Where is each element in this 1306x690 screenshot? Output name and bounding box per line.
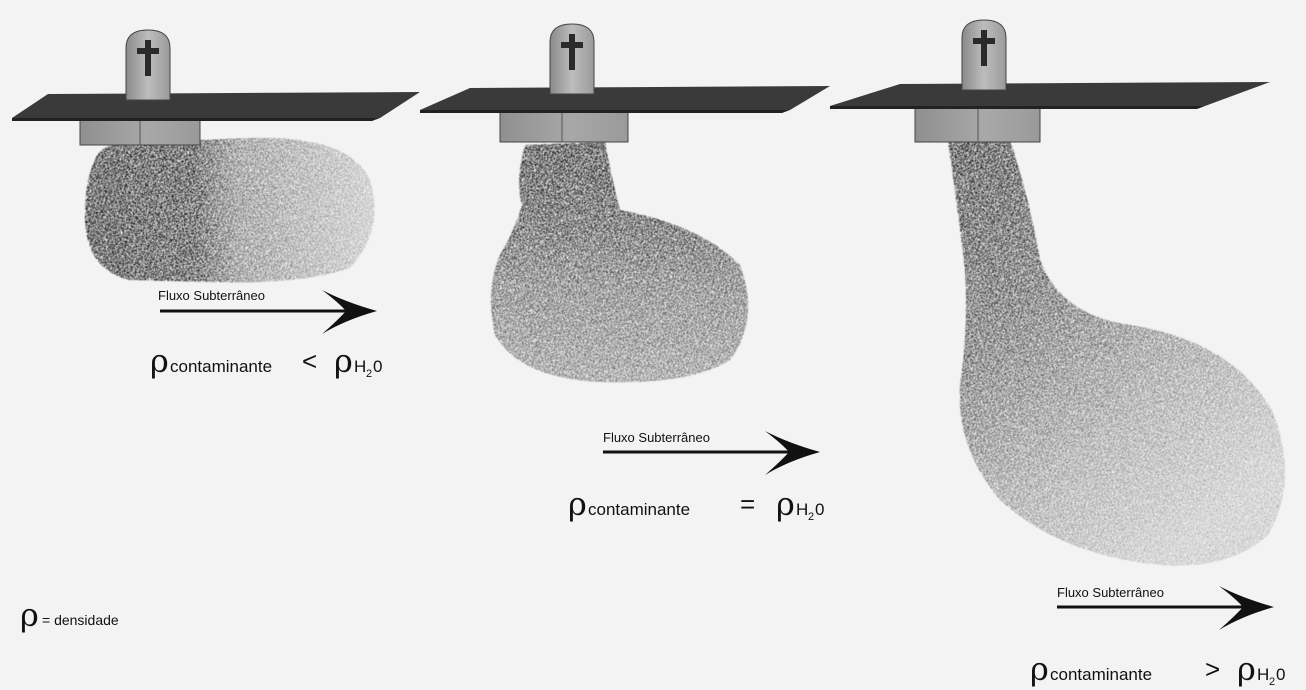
relation-operator: = (740, 489, 755, 519)
water-subscript-0: 0 (815, 500, 824, 519)
flow-label: Fluxo Subterrâneo (158, 288, 265, 303)
rho-symbol: ρ (150, 342, 169, 380)
contaminant-subscript: contaminante (170, 357, 272, 376)
tombstone-icon (126, 30, 170, 100)
relation-operator: < (302, 346, 317, 376)
grave-base (80, 118, 200, 145)
ground-plane (830, 82, 1270, 109)
rho-symbol: ρ (776, 485, 795, 523)
water-subscript-0: 0 (1276, 665, 1285, 684)
contaminant-subscript: contaminante (1050, 665, 1152, 684)
water-subscript-2: 2 (808, 511, 814, 523)
water-subscript-0: 0 (373, 357, 382, 376)
contaminant-subscript: contaminante (588, 500, 690, 519)
grave-base (915, 108, 1040, 142)
ground-plane (12, 92, 420, 121)
rho-symbol: ρ (334, 342, 353, 380)
tombstone-icon (962, 20, 1006, 90)
water-subscript-2: 2 (1269, 676, 1275, 688)
flow-label: Fluxo Subterrâneo (603, 430, 710, 445)
water-subscript-2: 2 (366, 368, 372, 380)
water-subscript: H (1257, 665, 1269, 684)
legend-text: = densidade (42, 612, 119, 628)
tombstone-icon (550, 24, 594, 94)
rho-symbol: ρ (1030, 650, 1049, 688)
contaminant-plume (85, 138, 375, 283)
water-subscript: H (796, 500, 808, 519)
ground-plane (420, 86, 830, 113)
legend-symbol: ρ (20, 596, 39, 634)
flow-label: Fluxo Subterrâneo (1057, 585, 1164, 600)
rho-symbol: ρ (1237, 650, 1256, 688)
grave-base (500, 110, 628, 142)
water-subscript: H (354, 357, 366, 376)
rho-symbol: ρ (568, 485, 587, 523)
relation-operator: > (1205, 654, 1220, 684)
